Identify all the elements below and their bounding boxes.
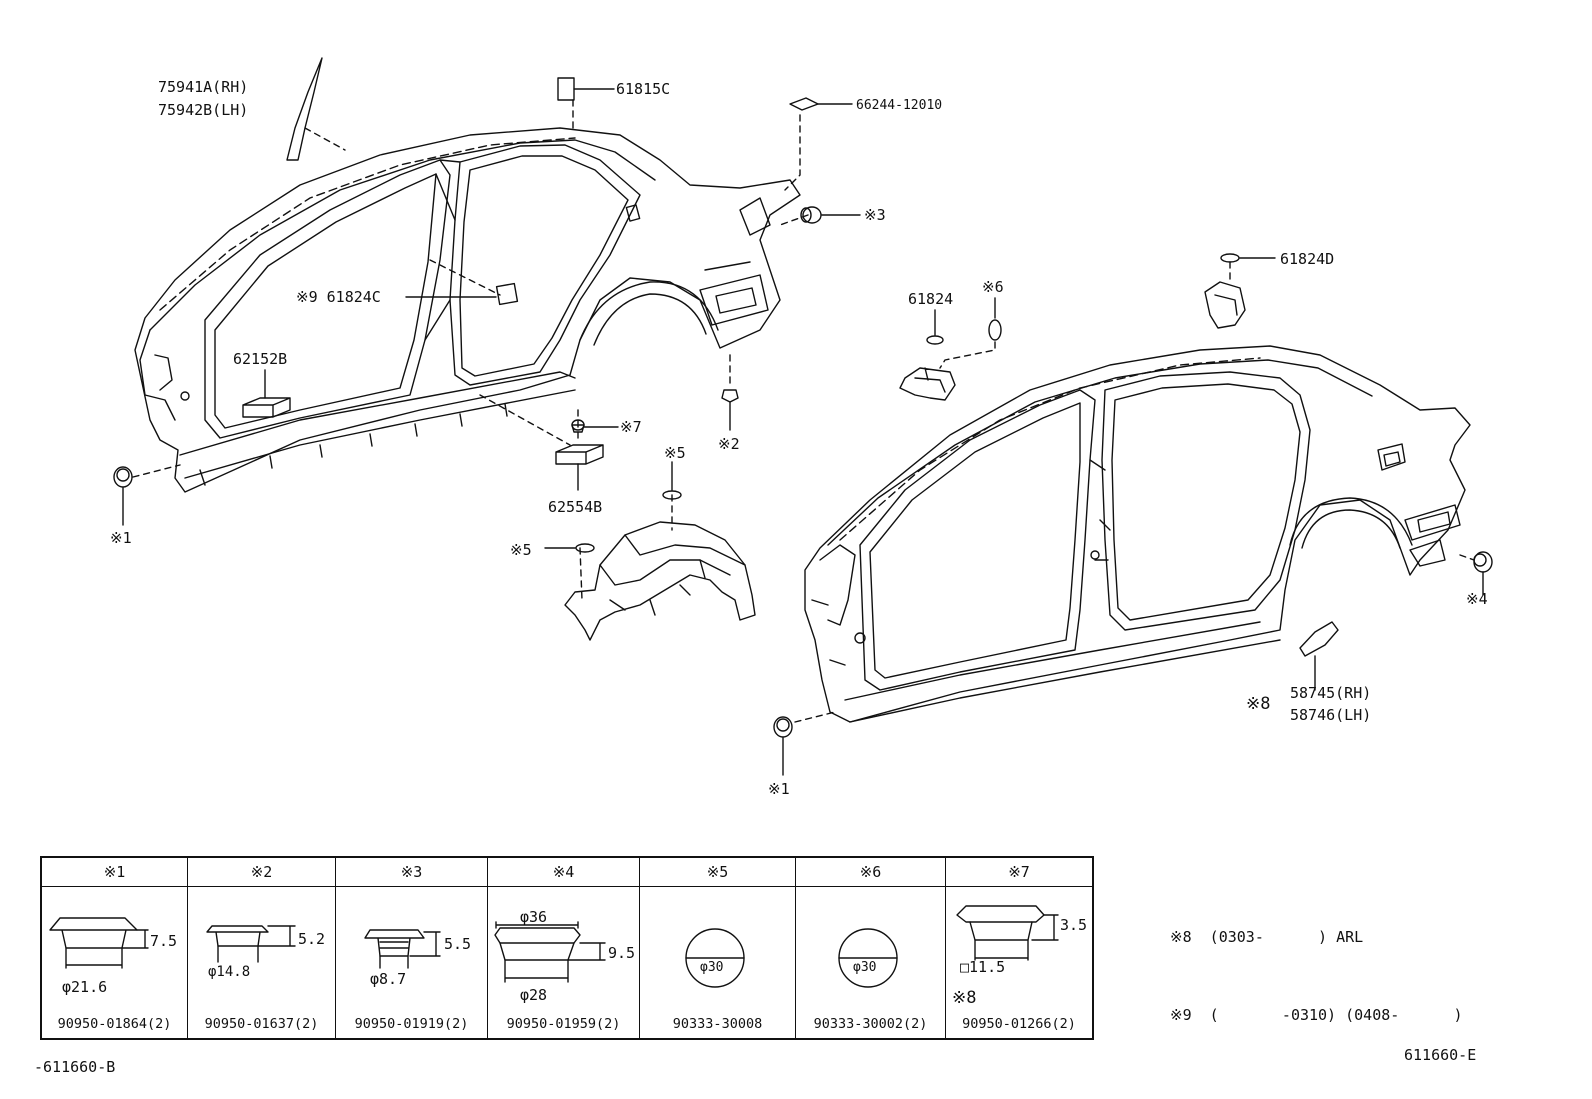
- table-part-number: 90333-30008: [672, 1016, 763, 1032]
- table-part-number: 90950-01919(2): [354, 1016, 469, 1032]
- callout-ref5-left: ※5: [510, 541, 532, 559]
- plug-ref1-right: [773, 716, 793, 738]
- table-col-head: ※3: [336, 858, 487, 887]
- plug-ref5-top: [662, 490, 682, 500]
- block-62152b: [242, 397, 291, 418]
- block-62554b: [555, 444, 604, 465]
- table-col-ref5: ※5 90333-30008: [640, 858, 796, 1038]
- callout-ref4: ※4: [1466, 590, 1488, 608]
- bracket-61824: [899, 367, 956, 401]
- table-part-number: 90950-01864(2): [57, 1016, 172, 1032]
- callout-ref8: ※8: [1246, 694, 1271, 714]
- callout-66244-12010: 66244-12010: [856, 98, 943, 113]
- callout-ref2: ※2: [718, 435, 740, 453]
- callout-58746: 58746(LH): [1290, 706, 1372, 724]
- callout-75941a: 75941A(RH): [158, 78, 249, 96]
- label-66244: [789, 97, 819, 111]
- footer-right-code: 611660-E: [1404, 1046, 1477, 1064]
- note-ref8: ※8 (0303- ) ARL: [1170, 928, 1364, 946]
- table-col-ref4: ※4 90950-01959(2): [488, 858, 640, 1038]
- fuel-door-outline: [1377, 443, 1406, 471]
- weatherstrip-piece: [286, 57, 323, 161]
- note-ref9: ※9 ( -0310) (0408- ): [1170, 1006, 1463, 1024]
- footer-left-code: -611660-B: [34, 1058, 116, 1076]
- clip-ref2: [721, 389, 739, 403]
- callout-62152b: 62152B: [233, 350, 288, 368]
- dim-label: 9.5: [608, 944, 636, 962]
- callout-ref1-right: ※1: [768, 780, 790, 798]
- left-leader-lines: [132, 99, 809, 601]
- dim-label: φ36: [520, 908, 548, 926]
- notes-block: ※8 (0303- ) ARL ※9 ( -0310) (0408- ): [1170, 872, 1463, 1054]
- dim-label: φ8.7: [370, 970, 407, 988]
- dim-label: 5.5: [444, 935, 472, 953]
- plug-ref1-left: [113, 466, 133, 488]
- fastener-sketches: [49, 905, 1059, 988]
- dim-label: 3.5: [1060, 916, 1088, 934]
- table-part-number: 90333-30002(2): [813, 1016, 928, 1032]
- dim-label: ※8: [952, 988, 977, 1008]
- right-body-side-panel: [804, 345, 1471, 723]
- bracket-61824d: [1204, 281, 1246, 329]
- table-col-head: ※1: [42, 858, 187, 887]
- dim-label: φ14.8: [208, 964, 251, 980]
- table-col-ref2: ※2 90950-01637(2): [188, 858, 336, 1038]
- callout-61815c: 61815C: [616, 80, 671, 98]
- right-small-parts: [773, 253, 1493, 776]
- wheel-housing-liner: [564, 521, 756, 641]
- table-col-ref6: ※6 90333-30002(2): [796, 858, 946, 1038]
- plug-ref6: [988, 319, 1002, 341]
- callout-ref3: ※3: [864, 206, 886, 224]
- table-col-ref7: ※7 90950-01266(2): [946, 858, 1092, 1038]
- dim-label: 7.5: [150, 932, 178, 950]
- callout-ref7: ※7: [620, 418, 642, 436]
- dim-label: □11.5: [960, 958, 1006, 976]
- pad-61824c: [495, 282, 519, 306]
- callout-61824d: 61824D: [1280, 250, 1335, 268]
- part-58745: [1299, 621, 1339, 657]
- dim-label: φ30: [853, 960, 877, 975]
- callout-61824: 61824: [908, 290, 954, 308]
- table-col-head: ※2: [188, 858, 335, 887]
- table-col-head: ※7: [946, 858, 1092, 887]
- dim-label: φ30: [700, 960, 724, 975]
- table-part-number: 90950-01266(2): [962, 1016, 1076, 1032]
- pad-61824: [926, 335, 944, 345]
- callout-61824c: ※9 61824C: [296, 288, 381, 306]
- left-small-parts: [113, 57, 861, 553]
- table-col-head: ※6: [796, 858, 945, 887]
- callout-58745: 58745(RH): [1290, 684, 1372, 702]
- table-part-number: 90950-01637(2): [204, 1016, 319, 1032]
- callout-ref5-top: ※5: [664, 444, 686, 462]
- plug-ref5-left: [575, 543, 595, 553]
- fastener-table: ※1 90950-01864(2) ※2 90950-01637(2) ※3 9…: [40, 856, 1094, 1040]
- plug-ref3: [802, 206, 822, 224]
- callout-ref1-left: ※1: [110, 529, 132, 547]
- dim-label: 5.2: [298, 930, 326, 948]
- table-part-number: 90950-01959(2): [506, 1016, 621, 1032]
- callout-ref6: ※6: [982, 278, 1004, 296]
- callout-75942b: 75942B(LH): [158, 101, 249, 119]
- dim-label: φ21.6: [62, 978, 108, 996]
- callout-62554b: 62554B: [548, 498, 603, 516]
- dim-label: φ28: [520, 986, 548, 1004]
- table-col-head: ※5: [640, 858, 795, 887]
- table-col-ref3: ※3 90950-01919(2): [336, 858, 488, 1038]
- table-col-head: ※4: [488, 858, 639, 887]
- table-col-ref1: ※1 90950-01864(2): [42, 858, 188, 1038]
- left-body-side-panel: [134, 127, 801, 493]
- pad-61815c: [557, 77, 575, 101]
- pad-61824d: [1220, 253, 1240, 263]
